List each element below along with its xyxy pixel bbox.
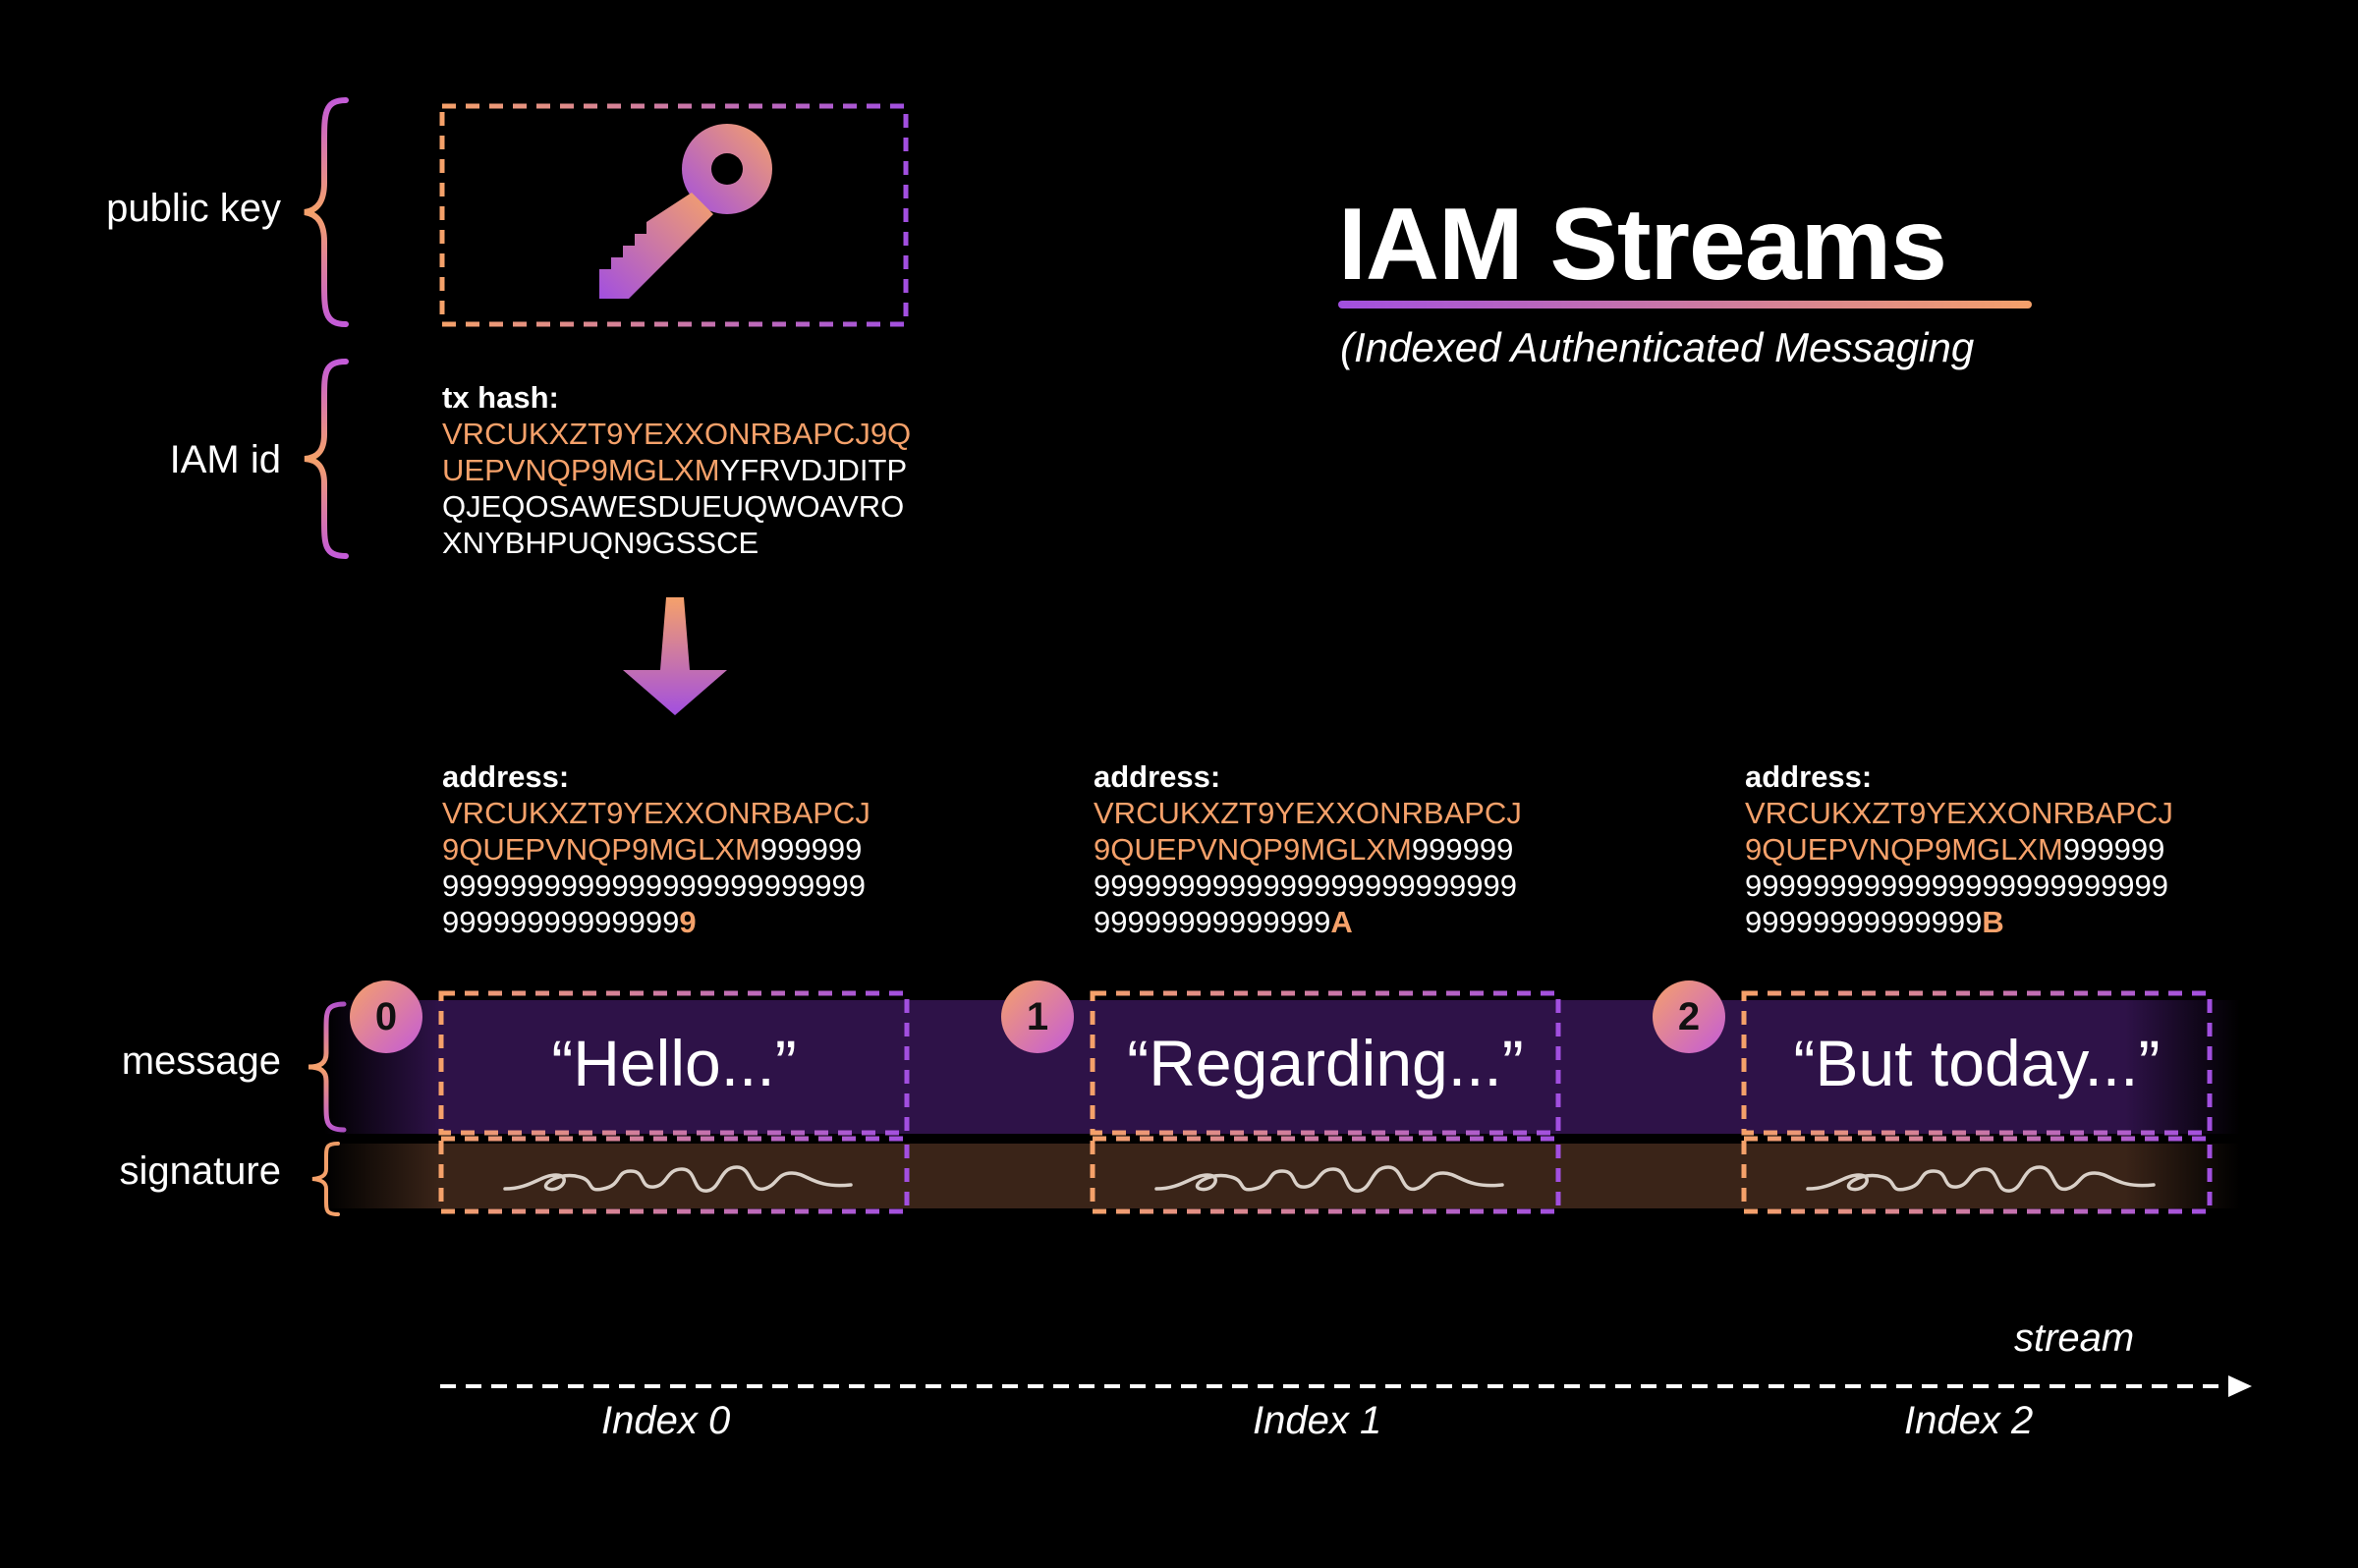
index-badge: 2	[1653, 980, 1725, 1053]
message-text: “But today...”	[1793, 1027, 2161, 1099]
stream-label: stream	[2014, 1316, 2135, 1360]
signature-box	[1090, 1136, 1561, 1214]
address-line2-highlight: 9QUEPVNQP9MGLXM	[1745, 832, 2063, 867]
address-line4: 99999999999999	[1745, 905, 1983, 939]
address-line4: 99999999999999	[442, 905, 680, 939]
address-index-suffix: 9	[679, 905, 697, 939]
signature-label: signature	[119, 1149, 281, 1193]
key-icon	[599, 124, 772, 299]
signature-scribble-icon	[1154, 1165, 1504, 1193]
address-line2-highlight: 9QUEPVNQP9MGLXM	[1094, 832, 1412, 867]
address-line1: VRCUKXZT9YEXXONRBAPCJ	[1745, 796, 2173, 830]
address-heading: address:	[442, 759, 570, 794]
index-label: Index 2	[1904, 1399, 2034, 1442]
address-line2-rest: 999999	[2062, 832, 2165, 867]
message-label: message	[121, 1039, 281, 1083]
address-line3: 9999999999999999999999999	[442, 868, 867, 903]
iam-id-label: IAM id	[169, 438, 281, 481]
tx-hash-line2-rest: YFRVDJDITP	[719, 453, 908, 487]
signature-scribble-icon	[503, 1165, 853, 1193]
address-line1: VRCUKXZT9YEXXONRBAPCJ	[442, 796, 870, 830]
page-title: IAM Streams	[1338, 188, 1947, 302]
address-line1: VRCUKXZT9YEXXONRBAPCJ	[1094, 796, 1522, 830]
index-label: Index 0	[601, 1399, 731, 1442]
tx-hash-block: tx hash: VRCUKXZT9YEXXONRBAPCJ9Q UEPVNQP…	[442, 379, 911, 561]
address-block: address: VRCUKXZT9YEXXONRBAPCJ 9QUEPVNQP…	[442, 758, 870, 940]
index-badge: 0	[350, 980, 422, 1053]
message-box	[1090, 990, 1561, 1136]
address-line4: 99999999999999	[1094, 905, 1331, 939]
page-subtitle: (Indexed Authenticated Messaging	[1340, 324, 1975, 370]
address-index-suffix: A	[1330, 905, 1353, 939]
address-line2-rest: 999999	[1411, 832, 1514, 867]
signature-scribble-icon	[1806, 1165, 2156, 1193]
address-block: address: VRCUKXZT9YEXXONRBAPCJ 9QUEPVNQP…	[1745, 758, 2173, 940]
title-underline	[1338, 301, 2032, 308]
tx-hash-line1: VRCUKXZT9YEXXONRBAPCJ9Q	[442, 417, 912, 451]
address-line3: 9999999999999999999999999	[1094, 868, 1518, 903]
public-key-label: public key	[106, 187, 281, 230]
address-index-suffix: B	[1982, 905, 2004, 939]
address-heading: address:	[1094, 759, 1221, 794]
public-key-box	[439, 103, 909, 327]
message-text: “Regarding...”	[1127, 1027, 1524, 1099]
address-line2-highlight: 9QUEPVNQP9MGLXM	[442, 832, 760, 867]
message-box	[1741, 990, 2213, 1136]
public-key-brace-icon	[304, 97, 349, 327]
signature-box	[438, 1136, 910, 1214]
index-label: Index 1	[1253, 1399, 1382, 1442]
address-line2-rest: 999999	[759, 832, 863, 867]
address-line3: 9999999999999999999999999	[1745, 868, 2169, 903]
index-badge: 1	[1001, 980, 1074, 1053]
tx-hash-line4: XNYBHPUQN9GSSCE	[442, 526, 759, 560]
tx-hash-line2-highlight: UEPVNQP9MGLXM	[442, 453, 720, 487]
arrow-down-icon	[623, 597, 727, 715]
signature-box	[1741, 1136, 2213, 1214]
address-block: address: VRCUKXZT9YEXXONRBAPCJ 9QUEPVNQP…	[1094, 758, 1522, 940]
address-heading: address:	[1745, 759, 1873, 794]
message-band	[324, 1000, 2240, 1134]
iam-id-brace-icon	[304, 359, 349, 559]
message-box	[438, 990, 910, 1136]
tx-hash-heading: tx hash:	[442, 380, 559, 415]
message-text: “Hello...”	[551, 1027, 797, 1099]
tx-hash-line3: QJEQOSAWESDUEUQWOAVRO	[442, 489, 905, 524]
signature-band	[324, 1144, 2240, 1208]
stream-arrow	[440, 1375, 2252, 1397]
